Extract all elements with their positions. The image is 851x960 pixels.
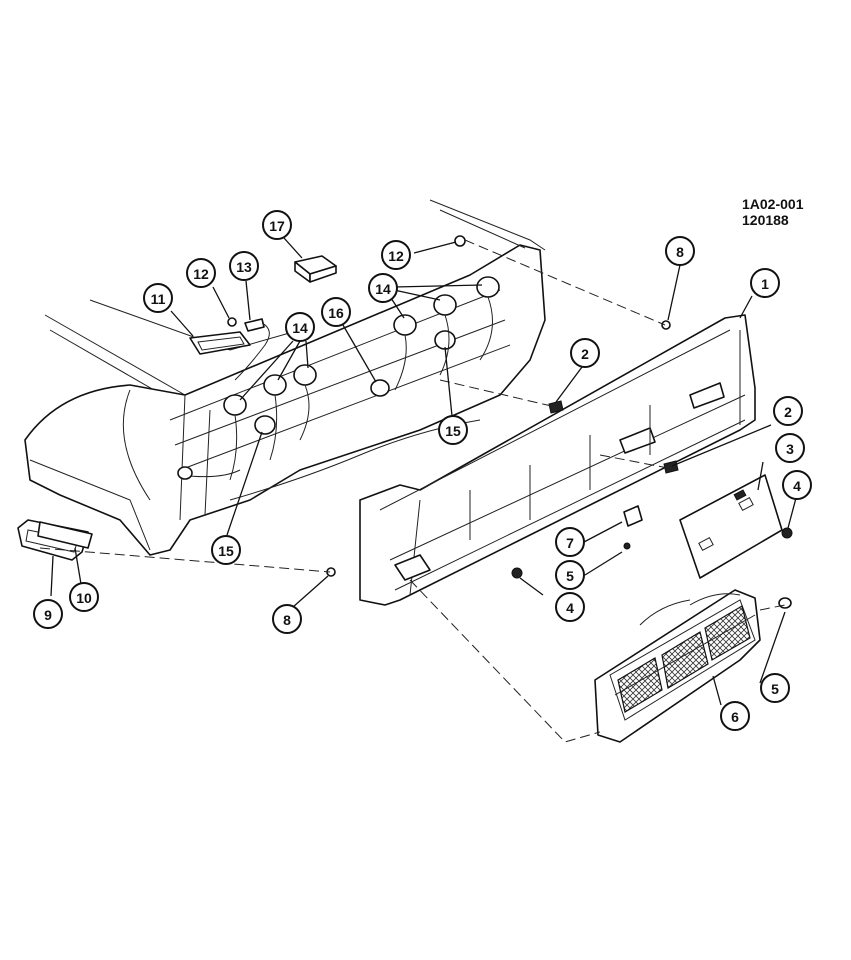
- callout-19: 14: [285, 312, 315, 342]
- callout-label: 13: [236, 259, 252, 275]
- callout-10: 8: [272, 604, 302, 634]
- nut-12-right: [454, 235, 466, 247]
- callout-7: 5: [760, 673, 790, 703]
- callout-label: 4: [566, 600, 574, 616]
- callout-0: 1: [750, 268, 780, 298]
- callout-circle: [272, 604, 302, 634]
- wiring-harness: [177, 296, 493, 481]
- license-bracket: [679, 474, 783, 579]
- callout-8: 6: [720, 701, 750, 731]
- callout-circle: [570, 338, 600, 368]
- callout-17: 13: [229, 251, 259, 281]
- callout-label: 3: [786, 441, 794, 457]
- callout-23: 17: [262, 210, 292, 240]
- callout-21: 15: [438, 415, 468, 445]
- leader-lines: [50, 237, 797, 706]
- callout-label: 8: [283, 612, 291, 628]
- callout-label: 6: [731, 709, 739, 725]
- callout-circle: [69, 582, 99, 612]
- callout-circle: [229, 251, 259, 281]
- callout-circle: [750, 268, 780, 298]
- callout-12: 9: [33, 599, 63, 629]
- module-17: [294, 255, 337, 283]
- callout-circle: [262, 210, 292, 240]
- callout-5: 4: [555, 592, 585, 622]
- socket-7: [623, 505, 643, 527]
- assembly-lines: [39, 239, 786, 743]
- callout-circle: [775, 433, 805, 463]
- callout-label: 2: [784, 404, 792, 420]
- callout-6: 5: [555, 560, 585, 590]
- side-marker-gasket: [37, 521, 93, 549]
- callout-11: 8: [665, 236, 695, 266]
- callout-circle: [760, 673, 790, 703]
- callout-circle: [381, 240, 411, 270]
- callout-18: 14: [368, 273, 398, 303]
- callout-22: 16: [321, 297, 351, 327]
- callout-label: 12: [193, 266, 209, 282]
- callout-label: 14: [292, 320, 308, 336]
- callout-9: 7: [555, 527, 585, 557]
- callout-1: 2: [570, 338, 600, 368]
- callout-label: 15: [218, 543, 234, 559]
- callout-label: 9: [44, 607, 52, 623]
- callout-circle: [211, 535, 241, 565]
- callout-circle: [33, 599, 63, 629]
- callout-15: 12: [186, 258, 216, 288]
- callout-16: 12: [381, 240, 411, 270]
- callout-label: 16: [328, 305, 344, 321]
- callout-label: 7: [566, 535, 574, 551]
- callout-label: 12: [388, 248, 404, 264]
- callout-label: 8: [676, 244, 684, 260]
- quarter-marker-lamp: [189, 331, 251, 355]
- callout-circle: [555, 592, 585, 622]
- callout-circle: [186, 258, 216, 288]
- callout-circle: [143, 283, 173, 313]
- callout-circle: [321, 297, 351, 327]
- bulb-sockets-14: [223, 276, 500, 416]
- date-code: 120188: [742, 212, 789, 228]
- callout-label: 5: [771, 681, 779, 697]
- callout-label: 2: [581, 346, 589, 362]
- callout-3: 3: [775, 433, 805, 463]
- socket-16: [370, 379, 390, 397]
- callout-circle: [555, 560, 585, 590]
- nut-12-left: [227, 317, 237, 327]
- rear-panel-housing: [359, 314, 756, 606]
- callout-label: 14: [375, 281, 391, 297]
- callout-4: 4: [782, 470, 812, 500]
- callout-circle: [665, 236, 695, 266]
- callout-circle: [782, 470, 812, 500]
- callout-label: 10: [76, 590, 92, 606]
- callout-circle: [720, 701, 750, 731]
- callout-circle: [555, 527, 585, 557]
- callout-circle: [773, 396, 803, 426]
- callout-label: 4: [793, 478, 801, 494]
- figure-code: 1A02-001: [742, 196, 804, 212]
- tail-lamp-assembly: [594, 589, 761, 743]
- retainer-clips-2: [548, 400, 679, 474]
- nuts-8: [326, 320, 671, 577]
- callout-label: 11: [151, 291, 166, 307]
- callout-label: 17: [269, 218, 285, 234]
- callout-20: 15: [211, 535, 241, 565]
- callout-circle: [368, 273, 398, 303]
- bulb-13: [234, 318, 270, 381]
- callout-label: 1: [761, 276, 769, 292]
- callout-label: 5: [566, 568, 574, 584]
- figure-reference-code: 1A02-001 120188: [742, 196, 804, 228]
- callout-14: 11: [143, 283, 173, 313]
- callout-label: 15: [445, 423, 461, 439]
- nuts-4: [511, 527, 793, 579]
- callout-circle: [438, 415, 468, 445]
- callout-circle: [285, 312, 315, 342]
- callout-13: 10: [69, 582, 99, 612]
- callout-2: 2: [773, 396, 803, 426]
